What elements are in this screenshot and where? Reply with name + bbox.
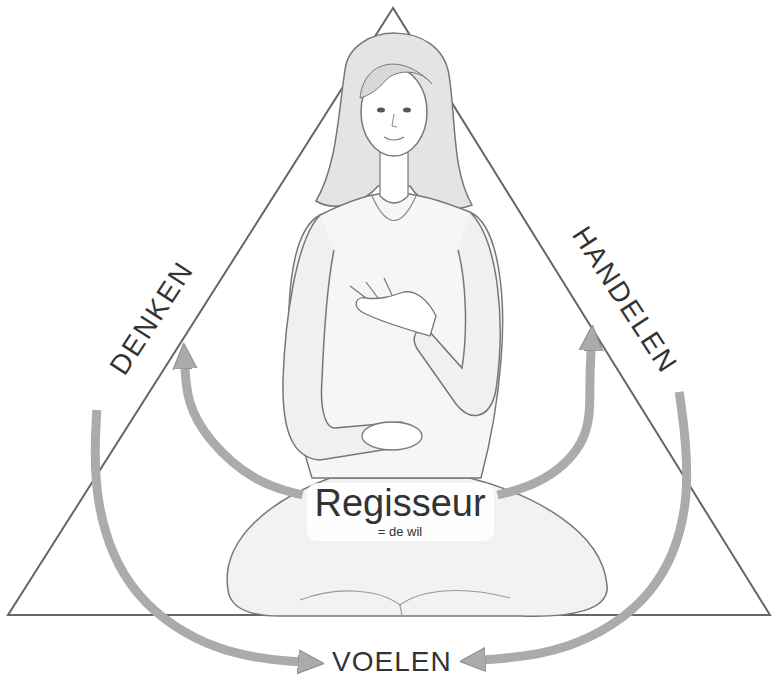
- hair-fringe: [360, 64, 432, 98]
- corner-label: VOELEN: [332, 647, 452, 678]
- mouth: [384, 137, 404, 140]
- hand: [362, 422, 422, 450]
- label-text: VOELEN: [332, 647, 452, 678]
- curved-arrow: [185, 365, 303, 495]
- center-label: Regisseur= de wil: [307, 483, 494, 541]
- corner-label: DENKEN: [104, 256, 200, 381]
- neckline: [372, 196, 416, 221]
- eye: [377, 108, 385, 113]
- hair: [316, 33, 472, 209]
- neck: [380, 150, 408, 203]
- eye: [403, 108, 411, 113]
- hand: [356, 292, 436, 336]
- curved-arrow: [95, 410, 302, 662]
- leg-fold: [300, 591, 510, 605]
- label-text: DENKEN: [104, 256, 200, 381]
- corner-label: HANDELEN: [565, 221, 683, 379]
- crossed-legs: [227, 478, 607, 616]
- label-text: HANDELEN: [565, 221, 683, 379]
- leg-fold: [400, 605, 402, 616]
- nose: [392, 114, 397, 127]
- curved-arrow: [482, 392, 687, 660]
- curved-arrow: [498, 347, 592, 495]
- fingers: [350, 278, 392, 298]
- triangle-outline: [8, 8, 770, 615]
- label-text: Regisseur: [315, 483, 486, 525]
- sub-label: = de wil: [315, 525, 486, 539]
